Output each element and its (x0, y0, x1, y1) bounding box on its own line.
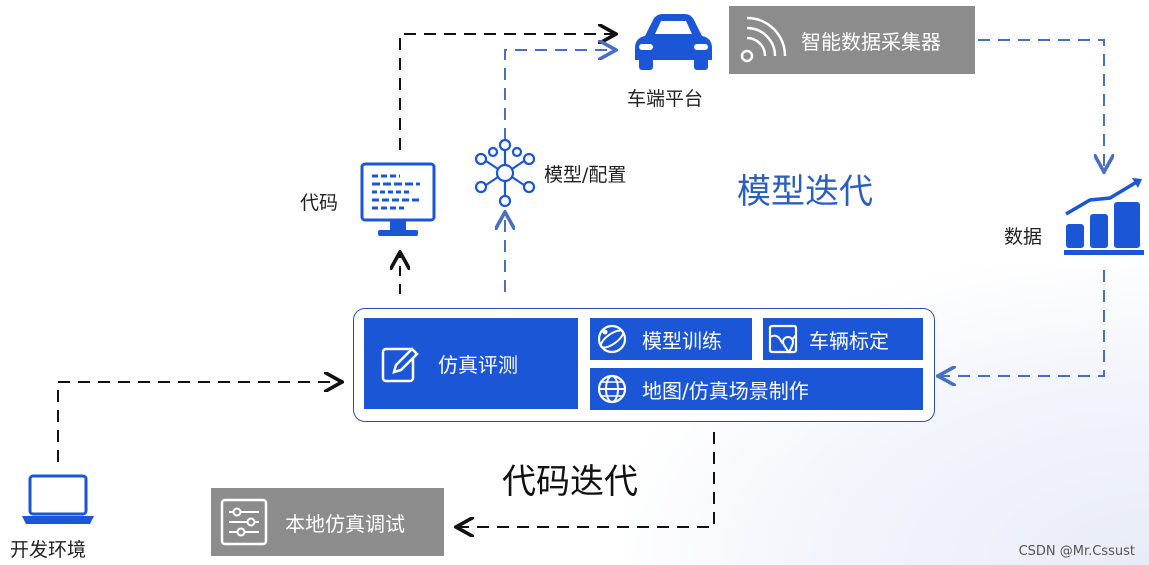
arrow-panel-to-local (458, 432, 715, 527)
local-sim-label: 本地仿真调试 (285, 511, 405, 536)
arrow-dev-to-panel (57, 382, 340, 462)
data-collector-box: 智能数据采集器 (729, 6, 975, 74)
monitor-code-icon (360, 162, 436, 236)
wireless-signal-icon (740, 16, 787, 63)
globe-icon (597, 374, 627, 404)
code-iteration-title: 代码迭代 (502, 462, 638, 502)
sim-eval-label: 仿真评测 (438, 353, 518, 377)
data-label: 数据 (1004, 226, 1043, 248)
vehicle-calibration-label: 车辆标定 (809, 328, 889, 353)
model-training-label: 模型训练 (642, 328, 722, 353)
map-scene-box: 地图/仿真场景制作 (590, 368, 923, 410)
sliders-icon (220, 498, 268, 546)
network-nodes-icon (474, 138, 536, 208)
car-platform-node: 车端平台 (625, 10, 725, 111)
map-pin-icon (768, 324, 798, 354)
car-platform-label: 车端平台 (627, 88, 704, 110)
arrow-model-to-car (504, 50, 614, 140)
model-config-label: 模型/配置 (544, 164, 627, 186)
watermark: CSDN @Mr.Cssust (1018, 544, 1135, 559)
map-scene-label: 地图/仿真场景制作 (642, 378, 809, 403)
bar-chart-icon (1064, 178, 1144, 255)
model-iteration-title: 模型迭代 (737, 172, 873, 212)
arrow-code-to-car (399, 34, 614, 150)
arrow-data-to-panel (940, 270, 1105, 376)
vehicle-calibration-box: 车辆标定 (763, 318, 923, 360)
globe-orbit-icon (597, 324, 627, 354)
data-collector-label: 智能数据采集器 (801, 29, 941, 54)
laptop-icon (22, 474, 94, 524)
sim-eval-box: 仿真评测 (364, 318, 578, 409)
model-training-box: 模型训练 (590, 318, 752, 360)
edit-icon (381, 346, 419, 382)
local-sim-box: 本地仿真调试 (211, 488, 444, 556)
car-icon (635, 14, 712, 70)
arrow-collector-to-data (978, 39, 1104, 170)
dev-env-label: 开发环境 (10, 539, 87, 561)
code-label: 代码 (300, 192, 339, 214)
